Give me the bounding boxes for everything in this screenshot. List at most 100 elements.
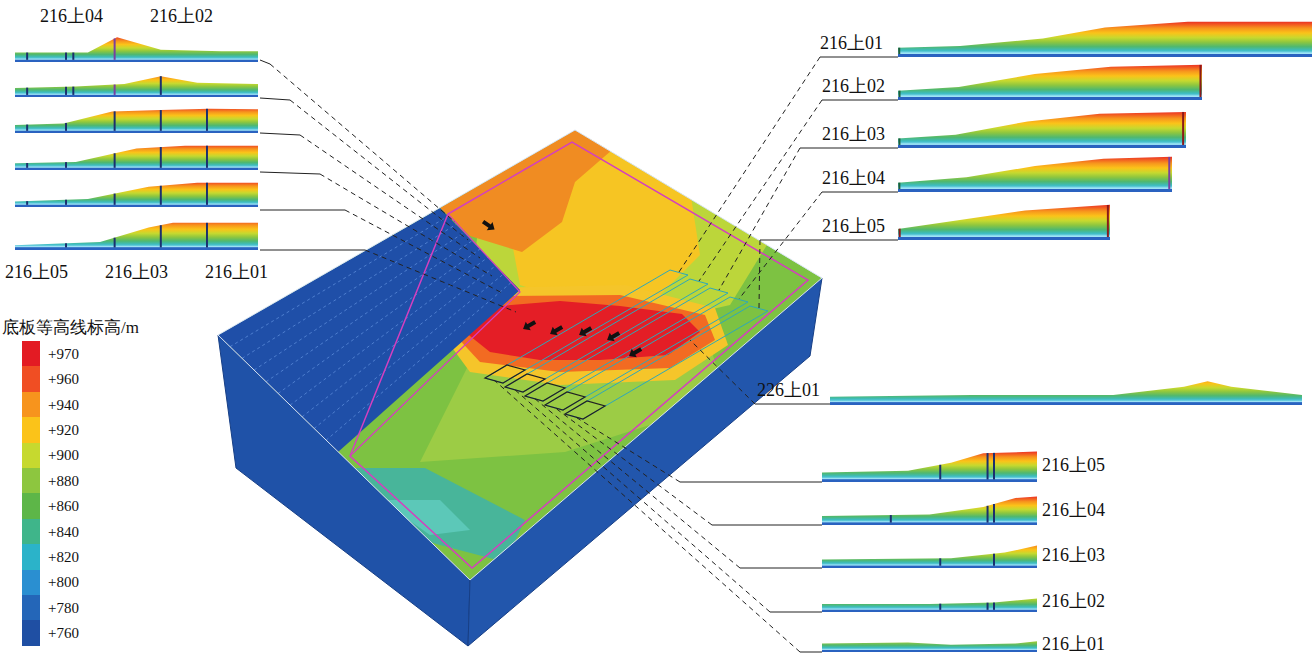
section-profile	[822, 641, 1037, 652]
leader-line	[554, 407, 712, 525]
legend-swatch	[22, 570, 40, 596]
section-label: 216上05	[822, 216, 885, 236]
block-edge	[218, 130, 822, 580]
legend-swatch	[22, 366, 40, 392]
leader-line	[260, 133, 300, 135]
legend-value: +970	[48, 345, 79, 363]
leader-line	[260, 210, 345, 211]
section-label: 216上04	[1042, 500, 1105, 520]
section-profile	[15, 183, 258, 207]
section-profile	[822, 599, 1037, 613]
legend-value: +920	[48, 421, 79, 439]
contour-zone	[218, 130, 822, 580]
legend-value: +800	[48, 573, 79, 591]
leader-line	[740, 568, 822, 569]
legend-value: +880	[48, 472, 79, 490]
roadway-line	[326, 282, 512, 441]
roadway-line	[242, 224, 456, 358]
legend-swatch	[22, 341, 40, 367]
working-panel	[525, 288, 728, 401]
section-profile	[822, 497, 1037, 526]
legend-swatch	[22, 468, 40, 494]
roadway-line	[290, 257, 488, 405]
section-label: 216上03	[822, 124, 885, 144]
section-label: 216上02	[822, 76, 885, 96]
leader-line	[260, 250, 365, 251]
panel-end	[505, 374, 545, 392]
roadway-line	[302, 265, 496, 417]
roadway-line	[278, 249, 480, 394]
legend-value: +960	[48, 370, 79, 388]
mine-boundary	[350, 214, 520, 456]
leader-line	[260, 98, 290, 100]
legend-swatch	[22, 417, 40, 443]
section-label: 216上02	[150, 6, 213, 26]
section-label: 226上01	[757, 380, 820, 400]
section-label: 216上01	[1042, 634, 1105, 654]
legend-swatch	[22, 493, 40, 519]
section-profile	[15, 109, 258, 133]
section-profile	[830, 381, 1302, 405]
legend-swatch	[22, 519, 40, 545]
section-profile	[15, 37, 258, 62]
advance-arrow	[627, 345, 644, 361]
advance-arrow	[605, 329, 622, 345]
legend-swatch	[22, 443, 40, 469]
section-label: 216上02	[1042, 591, 1105, 611]
leader-line	[680, 482, 822, 483]
panel-end	[565, 401, 605, 419]
panel-end	[485, 365, 525, 383]
section-profile	[898, 112, 1186, 148]
working-panel	[505, 279, 708, 392]
leader-line	[494, 380, 800, 652]
leader-line	[822, 192, 898, 193]
section-profile	[15, 146, 258, 170]
legend-value: +780	[48, 599, 79, 617]
panel-end	[545, 392, 585, 410]
floor-contour-surface	[218, 130, 822, 580]
section-profile	[898, 65, 1202, 100]
leader-line	[290, 100, 468, 240]
section-label: 216上04	[822, 168, 885, 188]
section-label: 216上01	[205, 262, 268, 282]
legend-value: +760	[48, 624, 79, 642]
section-label: 216上05	[1042, 455, 1105, 475]
leader-line	[690, 340, 755, 404]
leader-line	[260, 60, 270, 64]
leader-line	[760, 240, 898, 241]
section-label: 216上05	[5, 262, 68, 282]
leader-line	[699, 100, 822, 281]
leader-line	[739, 192, 822, 299]
leader-line	[300, 135, 480, 258]
legend-value: +840	[48, 523, 79, 541]
advance-arrow	[521, 318, 538, 334]
leader-line	[800, 148, 898, 149]
section-profile	[15, 76, 258, 97]
leader-line	[820, 57, 898, 58]
leader-line	[270, 64, 455, 222]
leader-line	[534, 398, 740, 568]
section-label: 216上04	[40, 6, 103, 26]
section-label: 216上01	[820, 33, 883, 53]
legend-value: +820	[48, 548, 79, 566]
legend-swatch	[22, 544, 40, 570]
leader-line	[365, 250, 516, 312]
section-label: 216上03	[105, 262, 168, 282]
legend-value: +860	[48, 497, 79, 515]
legend-swatch	[22, 392, 40, 418]
legend-swatch	[22, 595, 40, 621]
leader-line	[770, 612, 822, 613]
panel-end	[525, 383, 565, 401]
working-panel	[545, 297, 748, 410]
legend-title: 底板等高线标高/m	[2, 318, 139, 338]
legend-swatch	[22, 620, 40, 646]
contour-zone	[218, 208, 520, 452]
contour-zone	[345, 468, 525, 562]
leader-line	[822, 100, 898, 101]
leader-line	[755, 404, 830, 405]
mine-boundary	[350, 142, 808, 568]
leader-line	[514, 389, 770, 612]
advance-arrow	[577, 324, 594, 340]
advance-arrow	[548, 323, 565, 339]
